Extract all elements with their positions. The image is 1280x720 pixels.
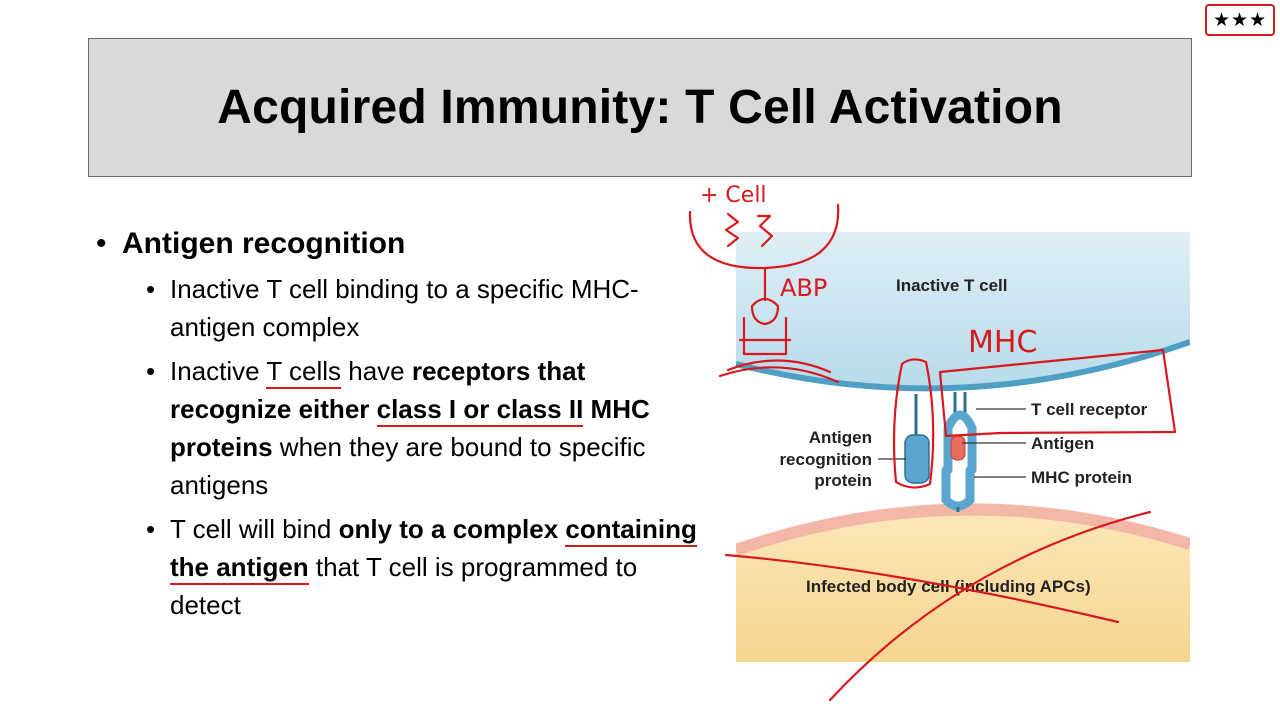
sub-bullet-3: • T cell will bind only to a complex con… bbox=[96, 510, 710, 624]
sub-bullet-2-part-1: Inactive bbox=[170, 356, 267, 386]
bullet-dot: • bbox=[146, 274, 156, 304]
sub-bullet-2-underlined-t-cells: T cells bbox=[266, 356, 342, 389]
sub-bullet-2-bold-1: receptors that recognize either bbox=[170, 356, 586, 424]
label-mhc-protein: MHC protein bbox=[1031, 468, 1132, 487]
sub-bullet-1-text: Inactive T cell binding to a specific MH… bbox=[170, 274, 639, 342]
sub-bullet-2: • Inactive T cells have receptors that r… bbox=[96, 352, 710, 504]
title-bar: Acquired Immunity: T Cell Activation bbox=[88, 38, 1192, 177]
label-arp-line-1: Antigen bbox=[809, 428, 872, 447]
label-arp-line-2: recognition bbox=[779, 450, 872, 469]
importance-stars-badge: ★★★ bbox=[1205, 4, 1275, 36]
slide-title: Acquired Immunity: T Cell Activation bbox=[217, 81, 1063, 134]
stars-text: ★★★ bbox=[1212, 9, 1268, 31]
sub-bullet-2-underlined-class: class I or class II bbox=[376, 394, 584, 427]
sub-bullet-2-part-3: have bbox=[341, 356, 412, 386]
bullet-main-text: Antigen recognition bbox=[122, 227, 406, 260]
sub-bullet-3-part-4: that T cell is programmed to detect bbox=[170, 552, 638, 620]
sub-bullet-2-part-7: when they are bound to specific antigens bbox=[170, 432, 646, 500]
bullet-main: • Antigen recognition bbox=[96, 222, 716, 266]
figure-svg: Inactive T cell T cell receptor Antigen … bbox=[736, 232, 1190, 662]
label-inactive-t-cell: Inactive T cell bbox=[896, 276, 1008, 295]
bullet-dot: • bbox=[146, 356, 156, 386]
sub-bullet-3-underlined-antigen: containing the antigen bbox=[170, 514, 697, 585]
bullet-list: • Antigen recognition • Inactive T cell … bbox=[96, 222, 716, 624]
label-arp-line-3: protein bbox=[814, 471, 872, 490]
bullet-dot: • bbox=[146, 514, 156, 544]
label-infected-body-cell: Infected body cell (including APCs) bbox=[806, 577, 1091, 596]
sub-bullet-1: • Inactive T cell binding to a specific … bbox=[96, 270, 710, 346]
bullet-dot: • bbox=[96, 227, 107, 260]
label-t-cell-receptor: T cell receptor bbox=[1031, 400, 1148, 419]
sub-bullet-3-bold-1: only to a complex bbox=[338, 514, 566, 544]
t-cell-activation-figure: Inactive T cell T cell receptor Antigen … bbox=[736, 232, 1190, 662]
ink-t-cell-label: + Cell bbox=[700, 183, 767, 208]
mhc-protein bbox=[941, 465, 975, 511]
label-antigen: Antigen bbox=[1031, 434, 1094, 453]
sub-bullet-2-bold-2: MHC proteins bbox=[170, 394, 650, 462]
antigen bbox=[950, 435, 966, 461]
antigen-recognition-protein bbox=[904, 434, 930, 484]
sub-bullet-3-part-1: T cell will bind bbox=[170, 514, 339, 544]
